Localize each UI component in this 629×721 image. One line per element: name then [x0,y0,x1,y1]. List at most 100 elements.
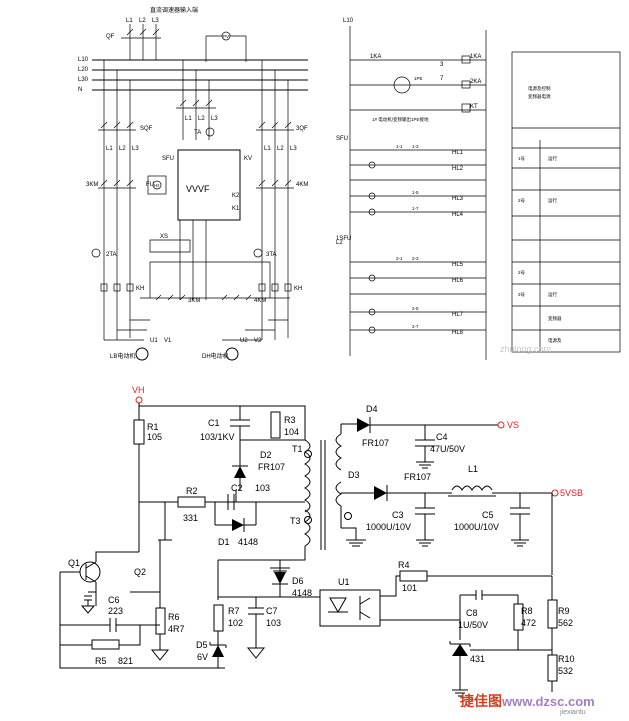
d4-diode [357,418,370,432]
d5-zener [212,645,224,657]
sfu-label: SFU [162,156,174,162]
r3-value: 104 [284,427,299,437]
right-phase-3: L3 [290,146,297,152]
r6-value: 4R7 [168,624,185,634]
u1-optocoupler [319,589,381,627]
r1-resistor [133,419,145,445]
right-ct [253,248,263,258]
hz-meter-label: Hz [154,183,160,188]
d1-name: D1 [218,537,230,547]
vsb-label: 5VSB [560,488,583,498]
ladder-box-9: 电源及 [548,337,562,344]
q1-label: Q1 [68,558,80,568]
tl431-regulator [452,644,468,656]
u1-label: U1 [338,577,350,587]
ladder-lamp-1: HL1 [452,150,464,156]
lower-contactors [140,294,290,301]
right-phase-2: L2 [277,146,284,152]
k2-label: K2 [232,193,240,199]
control-ladder: L10 1KA 1KA 2KA KT 3 7 1PE 1# 电动机/变频输出1P… [336,18,621,360]
c4-value: 47U/50V [430,444,465,454]
mid-breaker-l2: L2 [198,116,205,122]
l1-inductor [448,485,496,497]
left-phase-1: L1 [106,146,113,152]
ladder-node-1-3: 1-3 [412,144,419,149]
motor-left [135,347,149,361]
motor-left-u: U1 [150,338,158,344]
fu-label: FU [146,182,154,188]
d3-diode [374,486,387,500]
ladder-lamp-5: HL5 [452,262,464,268]
left-branch: SQF L1 L2 L3 3KM 2TA KH [86,60,153,340]
ladder-lamp-8: HL8 [452,330,464,336]
smps-circuit: VH R1 105 C1 103/1KV R3 104 D2 FR107 T1 … [59,385,595,716]
r10-resistor [547,654,558,682]
left-ct-label: 2TA [106,252,117,258]
watermark-logo: 捷佳图 [460,693,502,709]
c4-capacitor [415,425,435,462]
t3-winding [304,509,311,547]
d2-name: D2 [260,450,272,460]
main-breaker-symbol [121,28,161,39]
c4-name: C4 [436,432,448,442]
r9-name: R9 [558,606,570,616]
right-phase-1: L1 [264,146,271,152]
d2-value: FR107 [258,462,285,472]
ladder-motor-note: 1PE [414,76,423,81]
ladder-box-3: 2号 [518,198,526,204]
d5-name: D5 [196,640,208,650]
vsb-terminal [551,489,559,497]
input-header: 直流调速器输入端 [150,6,198,14]
ladder-caption: 1# 电动机/变频输出1PE接地 [372,116,429,123]
vs-label: VS [507,420,519,430]
vvvf-label: VVVF [186,184,210,194]
c5-name: C5 [482,510,494,520]
r5-name: R5 [95,656,107,666]
motor-right-label: DH电动机 [202,352,229,360]
c6-name: C6 [108,595,120,605]
ladder-box-1: 1号 [518,156,526,162]
vh-terminal [135,396,143,404]
ladder-node-2-3: 2-3 [412,256,419,261]
d3-label: D3 [348,470,360,480]
xs-label: XS [160,234,168,240]
pv-meter-label: PV [223,34,229,39]
motor-left-label: LB电动机 [110,352,135,360]
r1-name: R1 [147,422,159,432]
mid-ct [205,127,215,137]
ladder-box-8: 变频器 [548,315,562,322]
r6-name: R6 [168,612,180,622]
bus-label-l3: L3 [152,18,159,24]
left-phase-2: L2 [119,146,126,152]
ladder-left-2: 1SFU [336,236,351,242]
ladder-node-1-1: 1-1 [396,144,403,149]
r10-value: 532 [558,666,573,676]
r4-value: 101 [402,583,417,593]
ladder-lamp-6: HL6 [452,278,464,284]
c5-value: 1000U/10V [454,522,499,532]
bus-full-n: N [78,87,82,93]
power-circuit: 直流调速器输入端 L1 L2 L3 QF PV L10 L20 L30 N SQ… [78,6,308,361]
left-ct [91,248,101,258]
mid-breaker-l1: L1 [185,116,192,122]
ladder-description-box [511,51,621,353]
bus-full-l10: L10 [78,57,89,63]
left-breaker-label: SQF [140,126,153,132]
c8-value: 1U/50V [458,620,488,630]
r2-value: 331 [183,513,198,523]
r8-name: R8 [521,606,533,616]
ladder-lamp-3: HL3 [452,196,464,202]
r5-value: 821 [118,656,133,666]
ladder-node-3: 3 [440,62,444,68]
motor-right-u: U2 [240,338,248,344]
ladder-lamp-2: HL2 [452,166,464,172]
r7-name: R7 [228,606,240,616]
bus-label-l2: L2 [139,18,146,24]
k1-label: K1 [232,206,240,212]
r2-resistor [177,496,206,508]
left-relay-label: KH [136,286,144,292]
ladder-lamp-4: HL4 [452,212,464,218]
ladder-row2-c: 2KA [470,79,481,85]
c1-capacitor [230,406,250,440]
ladder-node-2-5: 2-5 [412,306,419,311]
